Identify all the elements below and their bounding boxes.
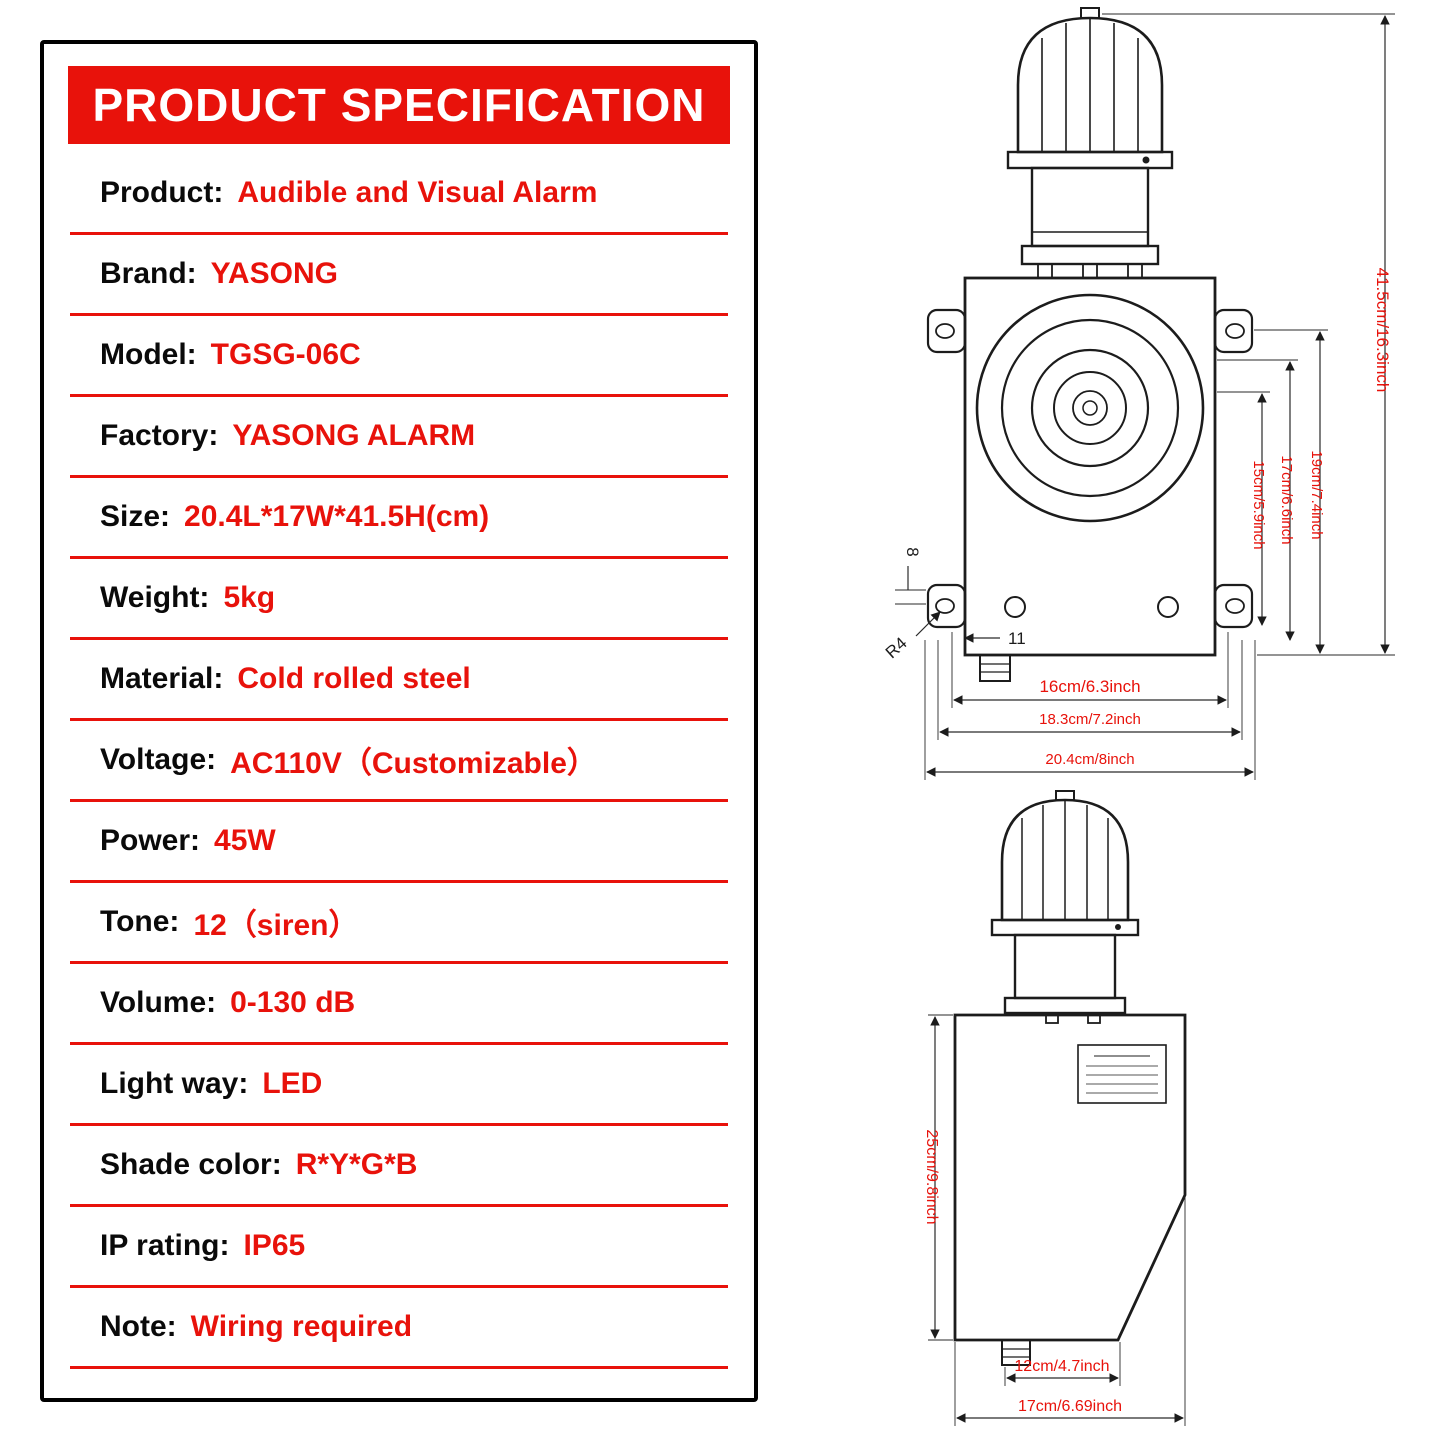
- spec-value: LED: [262, 1067, 323, 1100]
- spec-value: Cold rolled steel: [237, 662, 471, 695]
- spec-row: Shade color: R*Y*G*B: [70, 1126, 728, 1207]
- spec-row: Material: Cold rolled steel: [70, 640, 728, 721]
- alarm-body-side: [953, 1013, 1187, 1342]
- dim-r4: R4: [882, 634, 911, 663]
- spec-row: Light way: LED: [70, 1045, 728, 1126]
- cable-gland: [1001, 1339, 1031, 1366]
- technical-drawings: 41.5cm/16.3inch 19cm/7.4inch 17cm/6.6inc…: [882, 7, 1395, 1426]
- spec-row: Brand: YASONG: [70, 235, 728, 316]
- spec-row: Model: TGSG-06C: [70, 316, 728, 397]
- spec-row: Tone: 12（siren）: [70, 883, 728, 964]
- front-view: 41.5cm/16.3inch 19cm/7.4inch 17cm/6.6inc…: [882, 7, 1395, 780]
- spec-label: Weight:: [100, 581, 210, 614]
- spec-value: 0-130 dB: [230, 986, 356, 1019]
- spec-value: 20.4L*17W*41.5H(cm): [184, 500, 490, 533]
- bolt-hole: [1004, 596, 1026, 618]
- spec-label: Model:: [100, 338, 197, 371]
- dim-width-12: 12cm/4.7inch: [1014, 1358, 1109, 1375]
- dim-width-17: 17cm/6.69inch: [1018, 1398, 1122, 1415]
- spec-value: TGSG-06C: [210, 338, 361, 371]
- dim-width-16: 16cm/6.3inch: [1039, 677, 1140, 696]
- spec-label: Factory:: [100, 419, 219, 452]
- spec-rows: Product: Audible and Visual Alarm Brand: Y…: [70, 154, 728, 1369]
- spec-value: IP65: [243, 1229, 306, 1262]
- spec-label: Volume:: [100, 986, 217, 1019]
- beacon-base: [1013, 933, 1117, 1000]
- dim-width-204: 20.4cm/8inch: [1045, 751, 1134, 768]
- side-view: 25cm/9.8inch 12cm/4.7inch 17cm/6.69inch: [923, 790, 1187, 1426]
- dim-total-height: 41.5cm/16.3inch: [1373, 268, 1392, 393]
- spec-label: Size:: [100, 500, 171, 533]
- spec-row: Volume: 0-130 dB: [70, 964, 728, 1045]
- spec-row: Note: Wiring required: [70, 1288, 728, 1369]
- mounting-ear: [1213, 308, 1254, 354]
- dim-height-25: 25cm/9.8inch: [923, 1129, 940, 1224]
- spec-label: Light way:: [100, 1067, 249, 1100]
- spec-panel: PRODUCT SPECIFICATION Product: Audible an…: [40, 40, 758, 1402]
- spec-label: Product:: [100, 176, 224, 209]
- spec-label: IP rating:: [100, 1229, 230, 1262]
- spec-value: AC110V（Customizable）: [230, 747, 597, 780]
- spec-label: Voltage:: [100, 743, 217, 776]
- mounting-ear: [926, 308, 967, 354]
- dim-8: 8: [903, 547, 922, 556]
- nameplate: [1077, 1044, 1167, 1104]
- spec-row: Weight: 5kg: [70, 559, 728, 640]
- beacon-base: [1030, 166, 1150, 248]
- spec-row: Product: Audible and Visual Alarm: [70, 154, 728, 235]
- spec-value: 45W: [214, 824, 276, 857]
- spec-value: Wiring required: [190, 1310, 413, 1343]
- speaker-horn: [975, 293, 1205, 523]
- bolt-hole: [1157, 596, 1179, 618]
- beacon-top-nub: [1080, 7, 1100, 19]
- spec-value: Audible and Visual Alarm: [237, 176, 598, 209]
- spec-label: Tone:: [100, 905, 180, 938]
- mounting-ear: [926, 583, 967, 629]
- alarm-body: [963, 276, 1217, 657]
- spec-value: YASONG ALARM: [232, 419, 476, 452]
- spec-value: 5kg: [223, 581, 276, 614]
- beacon-top-nub: [1055, 790, 1075, 801]
- page-title: PRODUCT SPECIFICATION: [92, 79, 706, 131]
- spec-row: Power: 45W: [70, 802, 728, 883]
- spec-label: Shade color:: [100, 1148, 282, 1181]
- dim-height-15: 15cm/5.9inch: [1250, 460, 1267, 549]
- flange-screw: [1115, 924, 1121, 930]
- spec-row: IP rating: IP65: [70, 1207, 728, 1288]
- mounting-ear: [1213, 583, 1254, 629]
- spec-row: Voltage: AC110V（Customizable）: [70, 721, 728, 802]
- cable-gland: [979, 654, 1011, 682]
- dim-height-19: 19cm/7.4inch: [1308, 450, 1325, 539]
- spec-label: Note:: [100, 1310, 177, 1343]
- spec-label: Brand:: [100, 257, 197, 290]
- spec-value: YASONG: [210, 257, 338, 290]
- dim-width-183: 18.3cm/7.2inch: [1039, 711, 1141, 728]
- spec-value: 12（siren）: [193, 909, 359, 942]
- spec-row: Factory: YASONG ALARM: [70, 397, 728, 478]
- dim-height-17: 17cm/6.6inch: [1278, 455, 1295, 544]
- flange-screw: [1142, 156, 1150, 164]
- dim-11: 11: [1008, 629, 1026, 648]
- spec-row: Size: 20.4L*17W*41.5H(cm): [70, 478, 728, 559]
- spec-title-banner: PRODUCT SPECIFICATION: [68, 66, 730, 144]
- spec-label: Power:: [100, 824, 201, 857]
- spec-value: R*Y*G*B: [295, 1148, 418, 1181]
- spec-label: Material:: [100, 662, 224, 695]
